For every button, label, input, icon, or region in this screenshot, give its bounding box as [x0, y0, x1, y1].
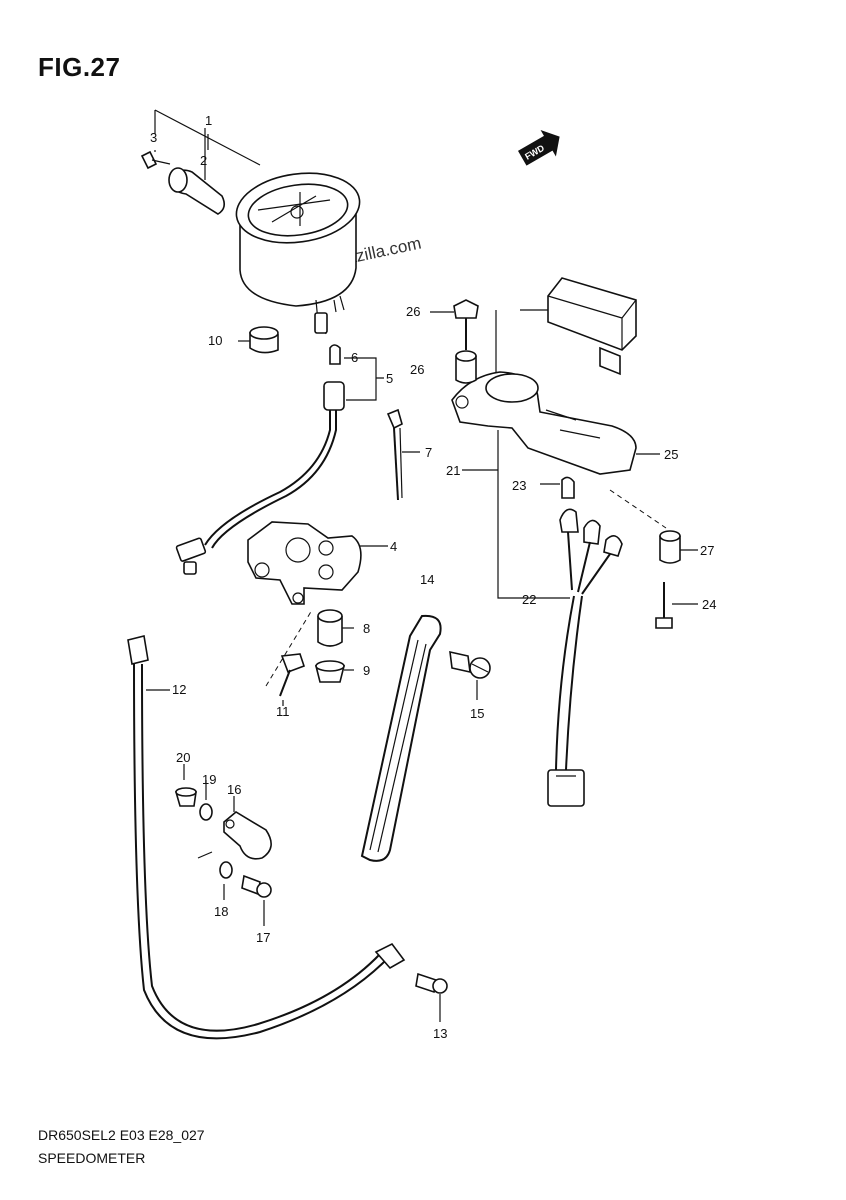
figure-title: FIG.27 — [38, 52, 121, 82]
callout-25: 25 — [664, 447, 678, 462]
screw-part-15[interactable] — [449, 650, 491, 679]
cable-tie-part[interactable] — [386, 408, 403, 501]
clamp-part-16[interactable] — [223, 811, 272, 860]
callout-20: 20 — [176, 750, 190, 765]
callout-11: 11 — [276, 704, 290, 719]
bolt-part-24[interactable] — [655, 582, 673, 629]
callout-15: 15 — [470, 706, 484, 721]
nut-part-20[interactable] — [174, 787, 197, 807]
screw-part[interactable] — [140, 150, 171, 170]
callout-18: 18 — [214, 904, 228, 919]
cable-guide-part[interactable] — [360, 614, 442, 862]
speedometer-cable-part[interactable] — [127, 635, 406, 1040]
bolt-part[interactable] — [279, 653, 306, 697]
speedometer-cable-fitting-part[interactable] — [168, 167, 226, 215]
meter-bracket-part[interactable] — [247, 521, 362, 605]
cushion-part[interactable] — [317, 609, 343, 647]
indicator-housing-part[interactable] — [451, 371, 637, 475]
callout-27: 27 — [700, 543, 714, 558]
indicator-bulb-part-23[interactable] — [561, 476, 575, 499]
section-name-footer: SPEEDOMETER — [38, 1150, 146, 1166]
callout-14: 14 — [420, 572, 434, 587]
washer-part-18[interactable] — [219, 861, 233, 879]
model-code-footer: DR650SEL2 E03 E28_027 — [38, 1127, 205, 1143]
screw-part-17[interactable] — [241, 874, 272, 898]
speedometer-assembly-part[interactable] — [232, 166, 364, 335]
collar-part-27[interactable] — [659, 530, 681, 564]
callout-26-spacer: 26 — [410, 362, 424, 377]
callout-4: 4 — [390, 539, 397, 554]
callout-2: 2 — [200, 153, 207, 168]
indicator-lens-part[interactable] — [547, 277, 637, 376]
bulb-part[interactable] — [329, 344, 341, 365]
callout-23: 23 — [512, 478, 526, 493]
callout-22: 22 — [522, 592, 536, 607]
bulb-socket-harness-part[interactable] — [175, 381, 345, 575]
callout-9: 9 — [363, 663, 370, 678]
callout-17: 17 — [256, 930, 270, 945]
callout-3: 3 — [150, 130, 157, 145]
grommet-part[interactable] — [249, 326, 279, 354]
indicator-harness-part[interactable] — [547, 508, 623, 807]
screw-part-13[interactable] — [415, 972, 448, 994]
forward-direction-arrow-icon: FWD — [517, 129, 560, 166]
callout-12: 12 — [172, 682, 186, 697]
callout-13: 13 — [433, 1026, 447, 1041]
callout-6: 6 — [351, 350, 358, 365]
nut-part[interactable] — [314, 660, 346, 683]
callout-16: 16 — [227, 782, 241, 797]
callout-1: 1 — [205, 113, 212, 128]
screw-part-26[interactable] — [453, 299, 479, 350]
spacer-part-26[interactable] — [455, 350, 477, 384]
callout-21: 21 — [446, 463, 460, 478]
callout-7: 7 — [425, 445, 432, 460]
callout-8: 8 — [363, 621, 370, 636]
callout-26-screw: 26 — [406, 304, 420, 319]
callout-5: 5 — [386, 371, 393, 386]
callout-19: 19 — [202, 772, 216, 787]
callout-10: 10 — [208, 333, 222, 348]
washer-part-19[interactable] — [199, 803, 213, 821]
callout-24: 24 — [702, 597, 716, 612]
